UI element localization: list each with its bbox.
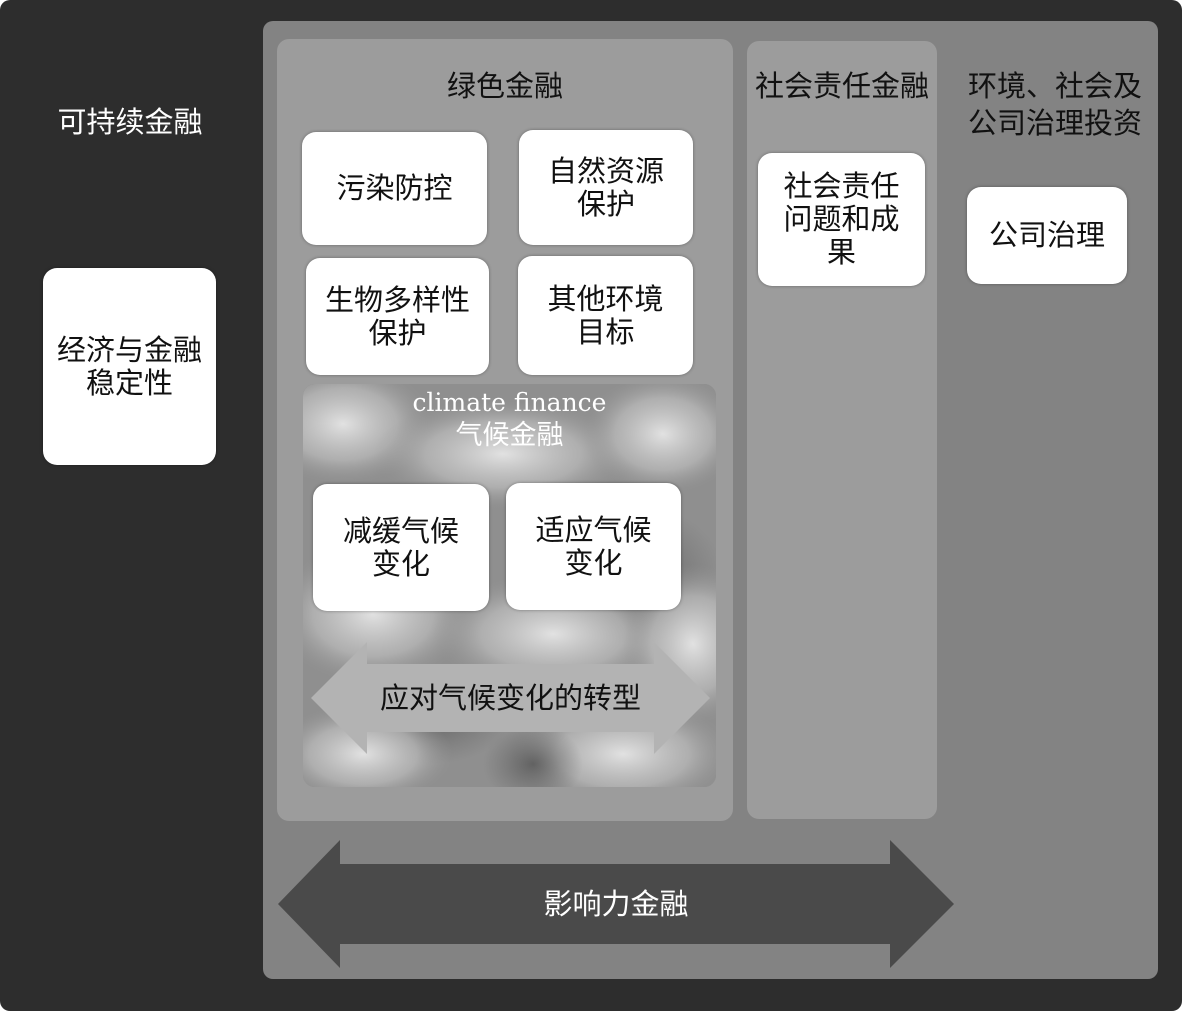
esg-title-text: 环境、社会及公司治理投资 [967,69,1142,140]
esg-title: 环境、社会及公司治理投资 [952,68,1158,142]
climate-finance-en-title: climate finance [412,388,607,417]
pollution-control-label: 污染防控 [336,171,453,205]
natural-resource-box: 自然资源保护 [519,130,693,245]
mitigation-box: 减缓气候变化 [313,484,489,611]
social-finance-title: 社会责任金融 [754,69,929,103]
adaptation-box: 适应气候变化 [506,483,681,610]
natural-resource-label: 自然资源保护 [547,153,664,221]
governance-label: 公司治理 [988,218,1105,252]
social-issues-box: 社会责任问题和成果 [758,153,925,286]
climate-finance-zh-title: 气候金融 [455,420,564,451]
mitigation-label: 减缓气候变化 [342,513,459,581]
econ-stability-label: 经济与金融稳定性 [56,332,202,400]
other-env-box: 其他环境目标 [518,256,693,375]
transition-label: 应对气候变化的转型 [379,681,641,715]
econ-stability-box: 经济与金融稳定性 [43,268,216,465]
governance-box: 公司治理 [967,187,1127,284]
transition-arrow [311,642,710,754]
pollution-control-box: 污染防控 [302,132,487,245]
other-env-label: 其他环境目标 [547,281,664,349]
green-finance-title: 绿色金融 [446,69,563,103]
sustainable-finance-title: 可持续金融 [57,105,203,139]
adaptation-label: 适应气候变化 [535,512,652,580]
impact-finance-arrow [278,840,954,968]
biodiversity-box: 生物多样性保护 [306,258,489,375]
biodiversity-label: 生物多样性保护 [324,282,470,350]
impact-finance-label: 影响力金融 [543,887,689,921]
social-issues-label: 社会责任问题和成果 [783,169,900,269]
